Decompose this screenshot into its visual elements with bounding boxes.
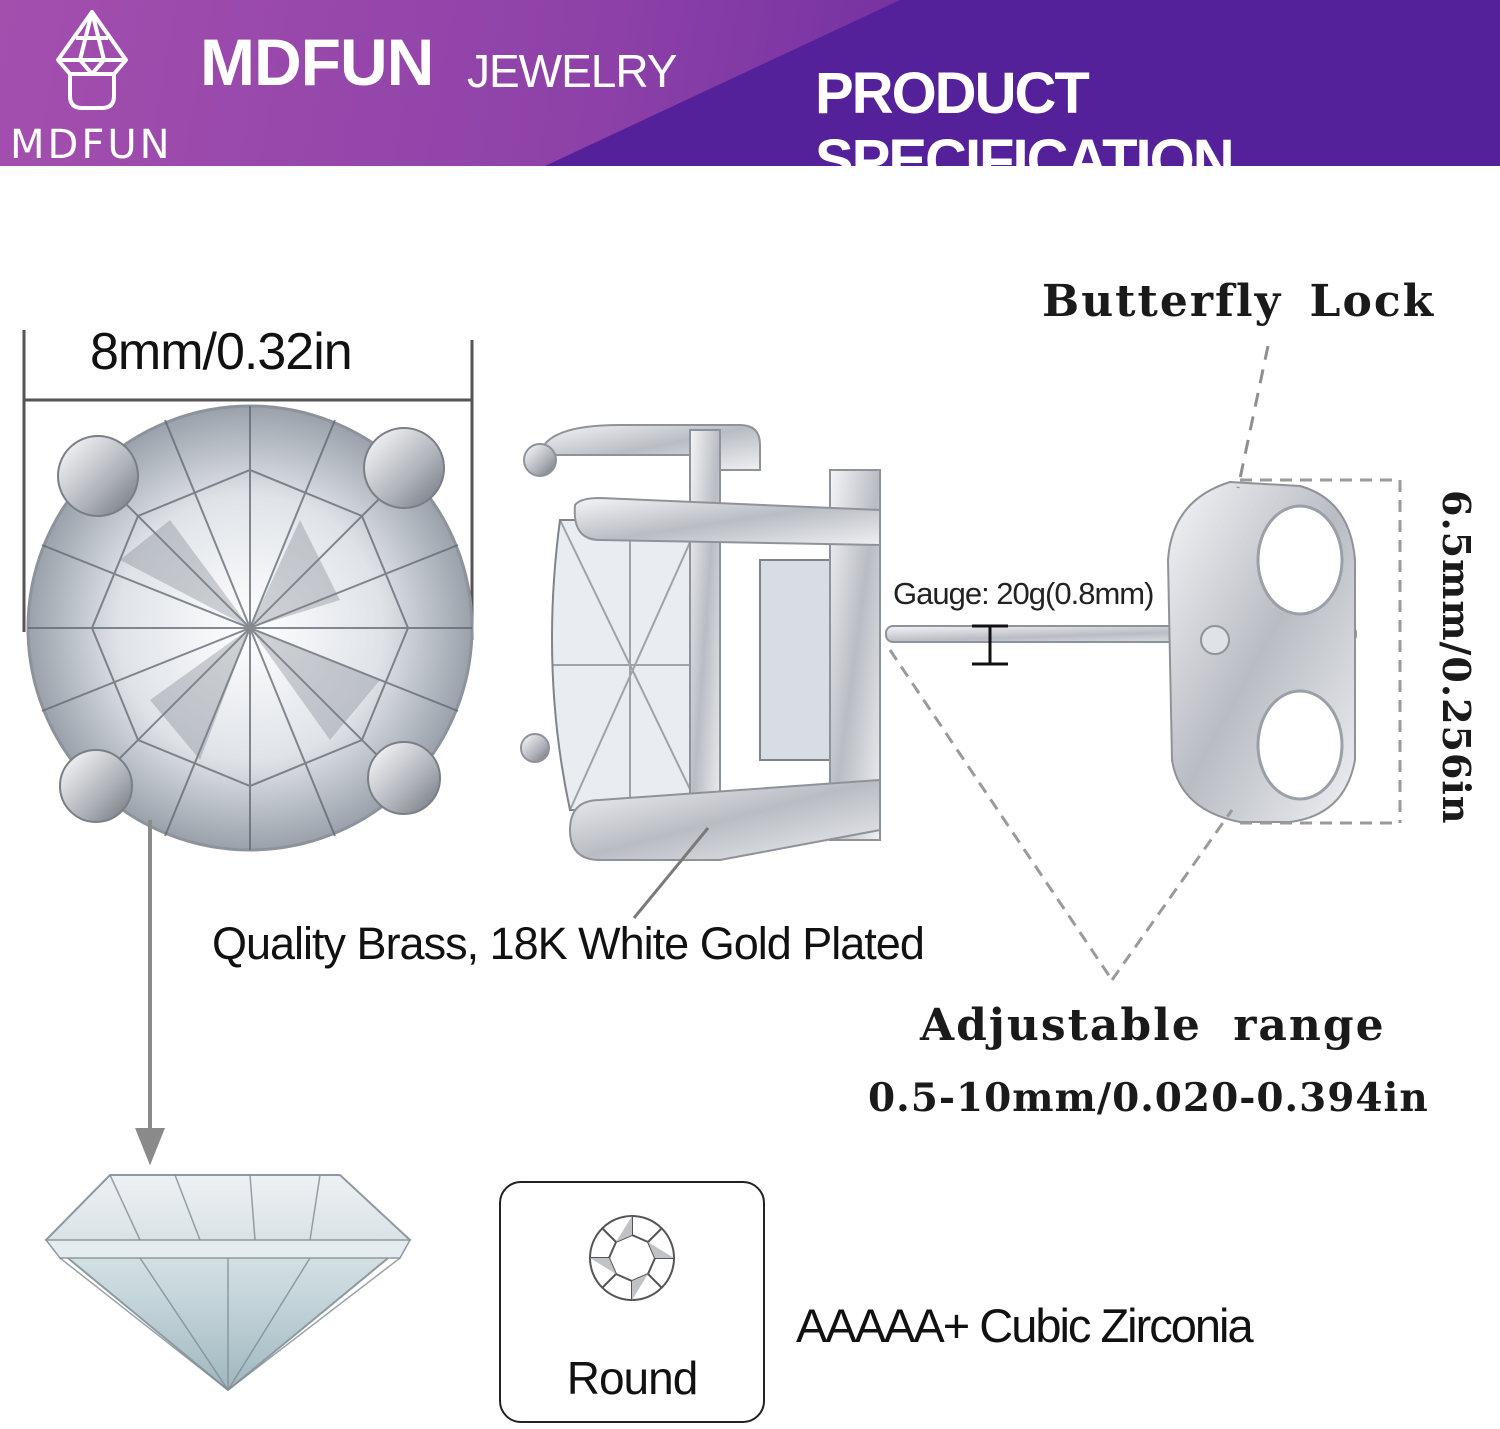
down-arrow xyxy=(135,820,165,1166)
header-banner: MDFUN MDFUN JEWELRY PRODUCT SPECIFICATIO… xyxy=(0,0,1500,166)
height-dimension-bracket xyxy=(1240,478,1402,825)
round-cut-icon xyxy=(589,1215,675,1301)
butterfly-lock-label: Butterfly Lock xyxy=(1042,276,1436,327)
stone-diameter-label: 8mm/0.32in xyxy=(90,323,353,381)
backing-height-label: 6.5mm/0.256in xyxy=(1434,490,1479,825)
loose-stone xyxy=(44,1174,412,1392)
butterfly-back xyxy=(1166,480,1356,823)
shape-label: Round xyxy=(566,1352,699,1404)
adjustable-range-lines xyxy=(888,649,1234,981)
gauge-label: Gauge: 20g(0.8mm) xyxy=(893,576,1154,611)
gauge-marker xyxy=(972,624,1008,666)
brand-name: MDFUN xyxy=(200,25,434,99)
page-title: PRODUCT SPECIFICATION xyxy=(815,61,1235,166)
shape-card: Round xyxy=(499,1181,765,1423)
butterfly-leader-line xyxy=(1236,345,1270,489)
brand-subtitle: JEWELRY xyxy=(467,45,677,97)
stud-top-view xyxy=(26,404,474,852)
diameter-dimension-line xyxy=(22,330,474,640)
stone-grade-label: AAAAA+ Cubic Zirconia xyxy=(796,1299,1254,1352)
adjustable-range-value: 0.5-10mm/0.020-0.394in xyxy=(868,1075,1429,1121)
material-label: Quality Brass, 18K White Gold Plated xyxy=(212,918,925,969)
adjustable-range-title: Adjustable range xyxy=(920,1000,1386,1051)
diamond-logo-icon xyxy=(56,10,128,110)
material-leader-line xyxy=(632,827,710,919)
logo-wordmark: MDFUN xyxy=(10,122,173,166)
stud-side-view xyxy=(520,424,1357,861)
